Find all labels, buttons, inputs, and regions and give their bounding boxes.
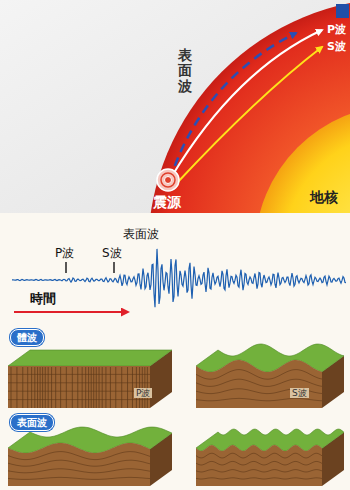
time-arrow [14,311,128,313]
compression-line [115,367,116,408]
compression-line [60,367,61,408]
compression-line [31,367,32,408]
focus-label: 震源 [153,194,181,210]
rayleigh-wave-block [8,427,172,486]
block-front [196,445,322,486]
time-label: 時間 [30,292,56,307]
strata-line [196,461,322,465]
focus-rings [157,169,179,191]
compression-line [110,367,111,408]
block-front [8,366,150,408]
compression-line [91,367,92,408]
earth-core [255,105,350,213]
surface-wave-path [170,33,296,180]
core-label: 地核 [310,189,338,205]
compression-line [55,367,56,408]
mantle [148,0,350,213]
compression-line [96,367,97,408]
compression-line [72,367,73,408]
p-arrival-tick [65,262,67,273]
block-grass [196,344,344,372]
compression-line [66,367,67,408]
strata-line [196,453,322,458]
compression-line [45,367,46,408]
s-wave-block [196,344,344,408]
tag-text: 表面波 [17,417,47,428]
compression-line [11,367,12,408]
s-wave-label: S波 [327,41,346,54]
strata-line [196,370,322,380]
category-tag: 體波 [10,329,44,346]
block-label: S波 [290,388,309,398]
compression-line [27,367,28,408]
surface-wave-label: 表面波 [178,48,192,94]
compression-line [85,367,86,408]
s-arrival-tick [113,262,115,273]
block-front [196,360,322,408]
compression-line [127,367,128,408]
compression-line [88,367,89,408]
strata-line [196,478,322,479]
strata-line [196,379,322,386]
strata-line [8,382,150,383]
s-wave-label: S波 [102,247,122,261]
compression-line [102,367,103,408]
compression-line [22,367,23,408]
surface-wave-label: 表面波 [123,228,159,242]
compression-line [48,367,49,408]
strata-line [8,399,150,400]
compression-line [34,367,35,408]
block-front [8,443,150,486]
compression-line [93,367,94,408]
compression-line [82,367,83,408]
compression-line [77,367,78,408]
strata-line [8,460,150,466]
strata-line [8,452,150,460]
strata-line [8,374,150,375]
compression-line [132,367,133,408]
love-wave-block [196,429,344,486]
compression-line [40,367,41,408]
strata-line [8,469,150,473]
category-tag: 表面波 [10,414,54,431]
compression-line [99,367,100,408]
lower-panel [0,213,350,490]
p-wave-label: P波 [55,247,74,261]
block-grass [8,350,172,366]
compression-line [121,367,122,408]
compression-line [42,367,43,408]
compression-line [37,367,38,408]
station-marker [336,4,349,18]
wave-blocks [8,344,344,486]
p-wave-block [8,350,172,408]
compression-line [105,367,106,408]
strata-line [196,398,322,400]
compression-line [51,367,52,408]
tag-text: 體波 [17,332,37,343]
block-label: P波 [134,388,152,398]
compression-line [16,367,17,408]
strata-line [8,391,150,392]
p-wave-label: P波 [327,24,346,37]
p-wave-ray [172,30,322,176]
strata-line [196,470,322,472]
strata-line [8,477,150,479]
s-wave-ray [176,47,322,184]
